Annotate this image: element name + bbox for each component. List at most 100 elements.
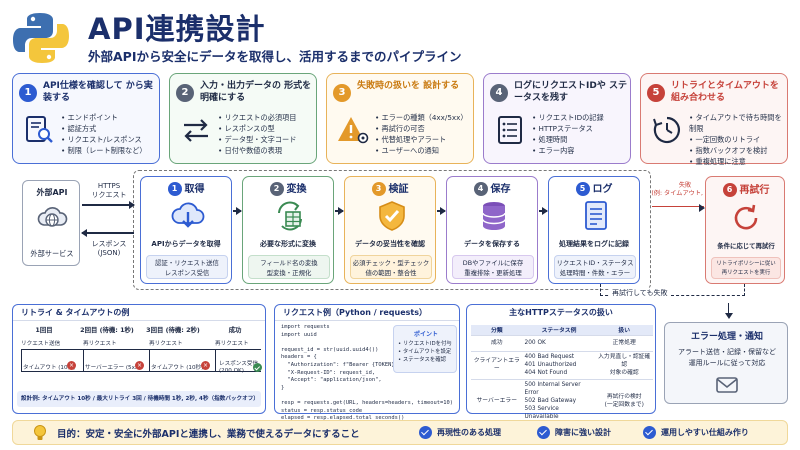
table-cell: 400 Bad Request 401 Unauthorized 404 Not… bbox=[522, 350, 596, 379]
check-icon bbox=[419, 426, 432, 439]
principle-card-5: 5 リトライとタイムアウトを 組み合わせる タイムアウトで待ち時間を制限一定回数… bbox=[640, 73, 788, 167]
panel-title: リトライ & タイムアウトの例 bbox=[13, 305, 265, 321]
step-detail: リクエストID・ステータス 処理時間・件数・エラー bbox=[554, 255, 636, 279]
goal-check-item: 運用しやすい仕組み作り bbox=[661, 428, 749, 437]
card-title: 失敗時の扱いを 設計する bbox=[357, 81, 460, 91]
fail-arrow bbox=[652, 203, 705, 212]
card-item: リクエストの必須項目 bbox=[218, 112, 297, 123]
retry-col-head: 2回目 (待機: 1秒) bbox=[80, 326, 134, 334]
card-item: エンドポイント bbox=[61, 112, 147, 123]
retry-result: レスポンス受信 (200 OK) bbox=[219, 361, 259, 374]
card-item: レスポンスの型 bbox=[218, 123, 296, 134]
table-header: 扱い bbox=[595, 325, 653, 335]
swap-arrows-icon bbox=[184, 119, 208, 142]
card-number: 5 bbox=[647, 84, 665, 102]
code-block: import requests import uuid request_id =… bbox=[281, 324, 454, 422]
point-item: • ステータスを確認 bbox=[398, 357, 447, 363]
retry-col-head: 1回目 bbox=[35, 326, 53, 334]
principle-card-4: 4 ログにリクエストIDや ステータスを残す リクエストIDの記録HTTPステー… bbox=[483, 73, 631, 164]
card-item: 処理時間 bbox=[532, 134, 604, 145]
request-label: HTTPS リクエスト bbox=[91, 182, 127, 199]
principle-card-1: 1 API仕様を確認して から実装する エンドポイント認証方式リクエスト/レスポ… bbox=[12, 73, 160, 164]
principle-card-2: 2 入力・出力データの 形式を明確にする リクエストの必須項目レスポンスの型デー… bbox=[169, 73, 317, 164]
success-check-icon bbox=[253, 363, 262, 372]
step-description: データを保存する bbox=[464, 240, 520, 248]
step-detail: リトライポリシーに従い 再リクエストを実行 bbox=[711, 257, 781, 279]
document-search-icon bbox=[26, 116, 53, 143]
request-arrow bbox=[82, 201, 135, 208]
step-title: 変換 bbox=[286, 184, 307, 195]
timeline-tick bbox=[215, 349, 217, 371]
panel-title: リクエスト例（Python / requests） bbox=[275, 305, 459, 321]
timeline-line bbox=[21, 349, 261, 351]
table-header-row: 分類 ステータス例 扱い bbox=[471, 325, 653, 335]
timeline-tick bbox=[149, 349, 151, 371]
error-handling-box: エラー処理・通知 アラート送信・記録・保留など 運用ルールに従って対応 bbox=[664, 322, 788, 404]
page-title: API連携設計 bbox=[88, 12, 266, 46]
table-cell: 500 Internal Server Error 502 Bad Gatewa… bbox=[522, 378, 596, 422]
step-detail: DBやファイルに保存 重複排除・更新処理 bbox=[452, 255, 534, 279]
card-items: タイムアウトで待ち時間を制限一定回数のリトライ指数バックオフを検討重複処理に注意 bbox=[689, 112, 787, 167]
timeline-tick bbox=[83, 349, 85, 371]
card-items: リクエストIDの記録HTTPステータス処理時間エラー内容 bbox=[532, 112, 604, 156]
retry-fail-label: 再試行しても失敗 bbox=[610, 288, 670, 298]
point-box: ポイント • リクエストIDを付与 • タイムアウトを設定 • ステータスを確認 bbox=[393, 325, 457, 373]
card-item: 代替処理やアラート bbox=[375, 134, 468, 145]
retry-line: リクエスト送信 bbox=[21, 341, 61, 347]
loop-line bbox=[744, 284, 745, 296]
log-list-icon bbox=[498, 116, 522, 144]
external-api-title: 外部API bbox=[36, 188, 68, 197]
card-number: 3 bbox=[333, 84, 351, 102]
goal-text: 目的：安定・安全に外部APIと連携し、業務で使えるデータにすること bbox=[57, 429, 360, 440]
flow-arrow bbox=[437, 207, 446, 214]
goal-footer: 目的：安定・安全に外部APIと連携し、業務で使えるデータにすること 再現性のある… bbox=[12, 420, 788, 445]
clock-retry-icon bbox=[653, 116, 680, 144]
check-icon bbox=[643, 426, 656, 439]
card-number: 2 bbox=[176, 84, 194, 102]
retry-col-head: 3回目 (待機: 2秒) bbox=[146, 326, 200, 334]
card-title: リトライとタイムアウトを 組み合わせる bbox=[671, 81, 779, 103]
check-icon bbox=[537, 426, 550, 439]
retry-result: タイムアウト (10秒) bbox=[151, 365, 204, 371]
table-cell: 正常処理 bbox=[595, 334, 653, 351]
step-number: 4 bbox=[473, 182, 488, 196]
fail-mark-icon: × bbox=[67, 361, 76, 370]
step-detail: 認証・リクエスト送信 レスポンス受信 bbox=[146, 255, 228, 279]
step-description: 条件に応じて再試行 bbox=[717, 242, 775, 250]
point-title: ポイント bbox=[413, 331, 438, 338]
table-cell: 再試行の検討 (一定回数まで) bbox=[595, 378, 653, 422]
card-item: 指数バックオフを検討 bbox=[689, 145, 787, 156]
step-detail: フィールド名の変換 型変換・正規化 bbox=[248, 255, 330, 279]
flow-arrow bbox=[539, 207, 548, 214]
table-row: サーバーエラー 500 Internal Server Error 502 Ba… bbox=[471, 378, 653, 422]
table-row: クライアントエラー 400 Bad Request 401 Unauthoriz… bbox=[471, 350, 653, 379]
card-item: リクエスト/レスポンス bbox=[61, 134, 147, 145]
flow-arrow bbox=[233, 207, 242, 214]
step-title: 保存 bbox=[490, 184, 511, 195]
card-item: 再試行の可否 bbox=[375, 123, 468, 134]
table-cell: クライアントエラー bbox=[471, 350, 523, 379]
timeline-line bbox=[21, 371, 261, 373]
table-row: 成功 200 OK 正常処理 bbox=[471, 334, 653, 351]
goal-check-item: 障害に強い設計 bbox=[555, 428, 611, 437]
timeline-tick bbox=[21, 349, 23, 371]
shield-check-icon bbox=[379, 201, 405, 231]
goal-check-item: 再現性のある処理 bbox=[437, 428, 501, 437]
retry-line: 再リクエスト bbox=[83, 341, 117, 347]
card-item: リクエストIDの記録 bbox=[532, 112, 604, 123]
http-status-panel: 主なHTTPステータスの扱い 分類 ステータス例 扱い 成功 200 OK 正常… bbox=[466, 304, 656, 422]
card-item: エラーの種類（4xx/5xx） bbox=[375, 112, 468, 123]
fail-mark-icon: × bbox=[135, 361, 144, 370]
retry-line: 再リクエスト bbox=[149, 341, 183, 347]
table-cell: 成功 bbox=[471, 334, 523, 351]
card-item: 制限（レート制限など） bbox=[61, 145, 147, 156]
